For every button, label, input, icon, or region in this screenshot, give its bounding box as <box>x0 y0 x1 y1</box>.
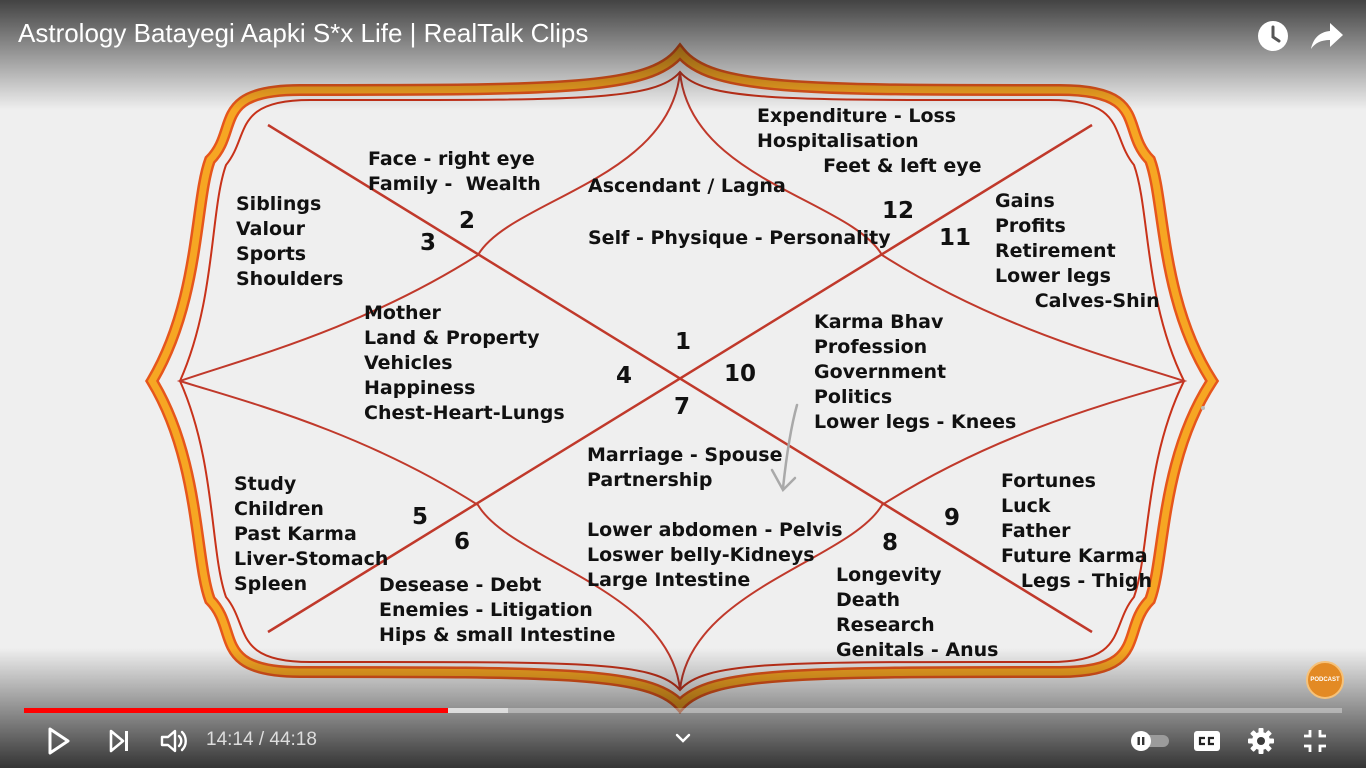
house-4-label: Chest-Heart-Lungs <box>364 402 565 424</box>
house-12-label: Feet & left eye <box>757 155 982 177</box>
watch-later-button[interactable] <box>1253 16 1293 56</box>
house-number-12: 12 <box>882 198 914 224</box>
time-display: 14:14 / 44:18 <box>206 729 317 750</box>
house-11-label: Gains <box>995 190 1055 212</box>
house-9-label: Legs - Thigh <box>1001 570 1152 592</box>
house-number-11: 11 <box>939 225 971 251</box>
autoplay-toggle[interactable] <box>1126 722 1174 760</box>
house-9-label: Fortunes <box>1001 470 1096 492</box>
house-number-4: 4 <box>616 363 632 389</box>
house-12-label: Hospitalisation <box>757 130 919 152</box>
house-7-label: Partnership <box>587 469 712 491</box>
house-9-label: Father <box>1001 520 1071 542</box>
hand-drawn-arrow <box>770 403 799 493</box>
house-number-9: 9 <box>944 505 960 531</box>
house-7-label: Loswer belly-Kidneys <box>587 544 815 566</box>
exit-fullscreen-button[interactable] <box>1296 722 1334 760</box>
mute-button[interactable] <box>156 722 192 760</box>
house-5-label: Spleen <box>234 573 307 595</box>
play-icon <box>48 727 70 755</box>
house-7-label: Lower abdomen - Pelvis <box>587 519 843 541</box>
chart-diagonal <box>267 123 1093 634</box>
volume-icon <box>160 729 187 753</box>
house-number-8: 8 <box>882 530 898 556</box>
house-number-2: 2 <box>459 208 475 234</box>
house-8-label: Longevity <box>836 564 942 586</box>
house-4-label: Mother <box>364 302 441 324</box>
house-3-label: Siblings <box>236 193 321 215</box>
house-3-label: Shoulders <box>236 268 343 290</box>
house-5-label: Study <box>234 473 297 495</box>
house-2-label: Family - Wealth <box>368 173 541 195</box>
top-gradient <box>0 0 1366 110</box>
progress-bar[interactable] <box>24 708 1342 713</box>
house-3-label: Valour <box>236 218 306 240</box>
next-button[interactable] <box>102 722 138 760</box>
house-11-label: Retirement <box>995 240 1116 262</box>
next-icon <box>109 729 128 753</box>
house-10-label: Politics <box>814 386 892 408</box>
house-8-label: Research <box>836 614 935 636</box>
house-number-1: 1 <box>675 329 691 355</box>
cc-icon <box>1194 731 1220 751</box>
channel-watermark-text: PODCAST <box>1310 677 1340 683</box>
house-7-label: Marriage - Spouse <box>587 444 782 466</box>
settings-button[interactable] <box>1242 722 1280 760</box>
house-6-label: Enemies - Litigation <box>379 599 593 621</box>
house-3-label: Sports <box>236 243 306 265</box>
house-11-label: Profits <box>995 215 1066 237</box>
house-7-label: Large Intestine <box>587 569 750 591</box>
house-1-label: Self - Physique - Personality <box>588 227 891 249</box>
house-9-label: Luck <box>1001 495 1051 517</box>
house-number-6: 6 <box>454 529 470 555</box>
subtitles-button[interactable] <box>1188 722 1226 760</box>
share-button[interactable] <box>1307 16 1347 56</box>
video-title[interactable]: Astrology Batayegi Aapki S*x Life | Real… <box>18 18 589 48</box>
house-6-label: Desease - Debt <box>379 574 541 596</box>
chevron-down-icon <box>675 733 691 743</box>
channel-watermark[interactable]: PODCAST <box>1306 661 1344 699</box>
house-5-label: Children <box>234 498 324 520</box>
house-10-label: Lower legs - Knees <box>814 411 1016 433</box>
house-4-label: Land & Property <box>364 327 540 349</box>
gear-icon <box>1248 728 1274 754</box>
house-4-label: Vehicles <box>364 352 453 374</box>
progress-played <box>24 708 448 713</box>
more-videos-button[interactable] <box>668 726 698 750</box>
house-12-label: Expenditure - Loss <box>757 105 956 127</box>
house-number-3: 3 <box>420 230 436 256</box>
house-8-label: Death <box>836 589 900 611</box>
house-number-10: 10 <box>724 361 756 387</box>
house-4-label: Happiness <box>364 377 475 399</box>
house-number-7: 7 <box>674 394 690 420</box>
exit-fullscreen-icon <box>1304 730 1326 752</box>
share-icon <box>1311 23 1343 49</box>
house-number-5: 5 <box>412 504 428 530</box>
house-5-label: Liver-Stomach <box>234 548 388 570</box>
house-2-label: Face - right eye <box>368 148 535 170</box>
house-11-label: Lower legs <box>995 265 1111 287</box>
house-9-label: Future Karma <box>1001 545 1148 567</box>
house-6-label: Hips & small Intestine <box>379 624 616 646</box>
house-11-label: Calves-Shin <box>995 290 1160 312</box>
clock-icon <box>1258 21 1288 51</box>
house-5-label: Past Karma <box>234 523 357 545</box>
house-10-label: Karma Bhav <box>814 311 944 333</box>
house-10-label: Profession <box>814 336 927 358</box>
house-10-label: Government <box>814 361 946 383</box>
play-button[interactable] <box>40 722 78 760</box>
house-1-label: Ascendant / Lagna <box>588 175 786 197</box>
autoplay-toggle-icon <box>1131 731 1169 751</box>
